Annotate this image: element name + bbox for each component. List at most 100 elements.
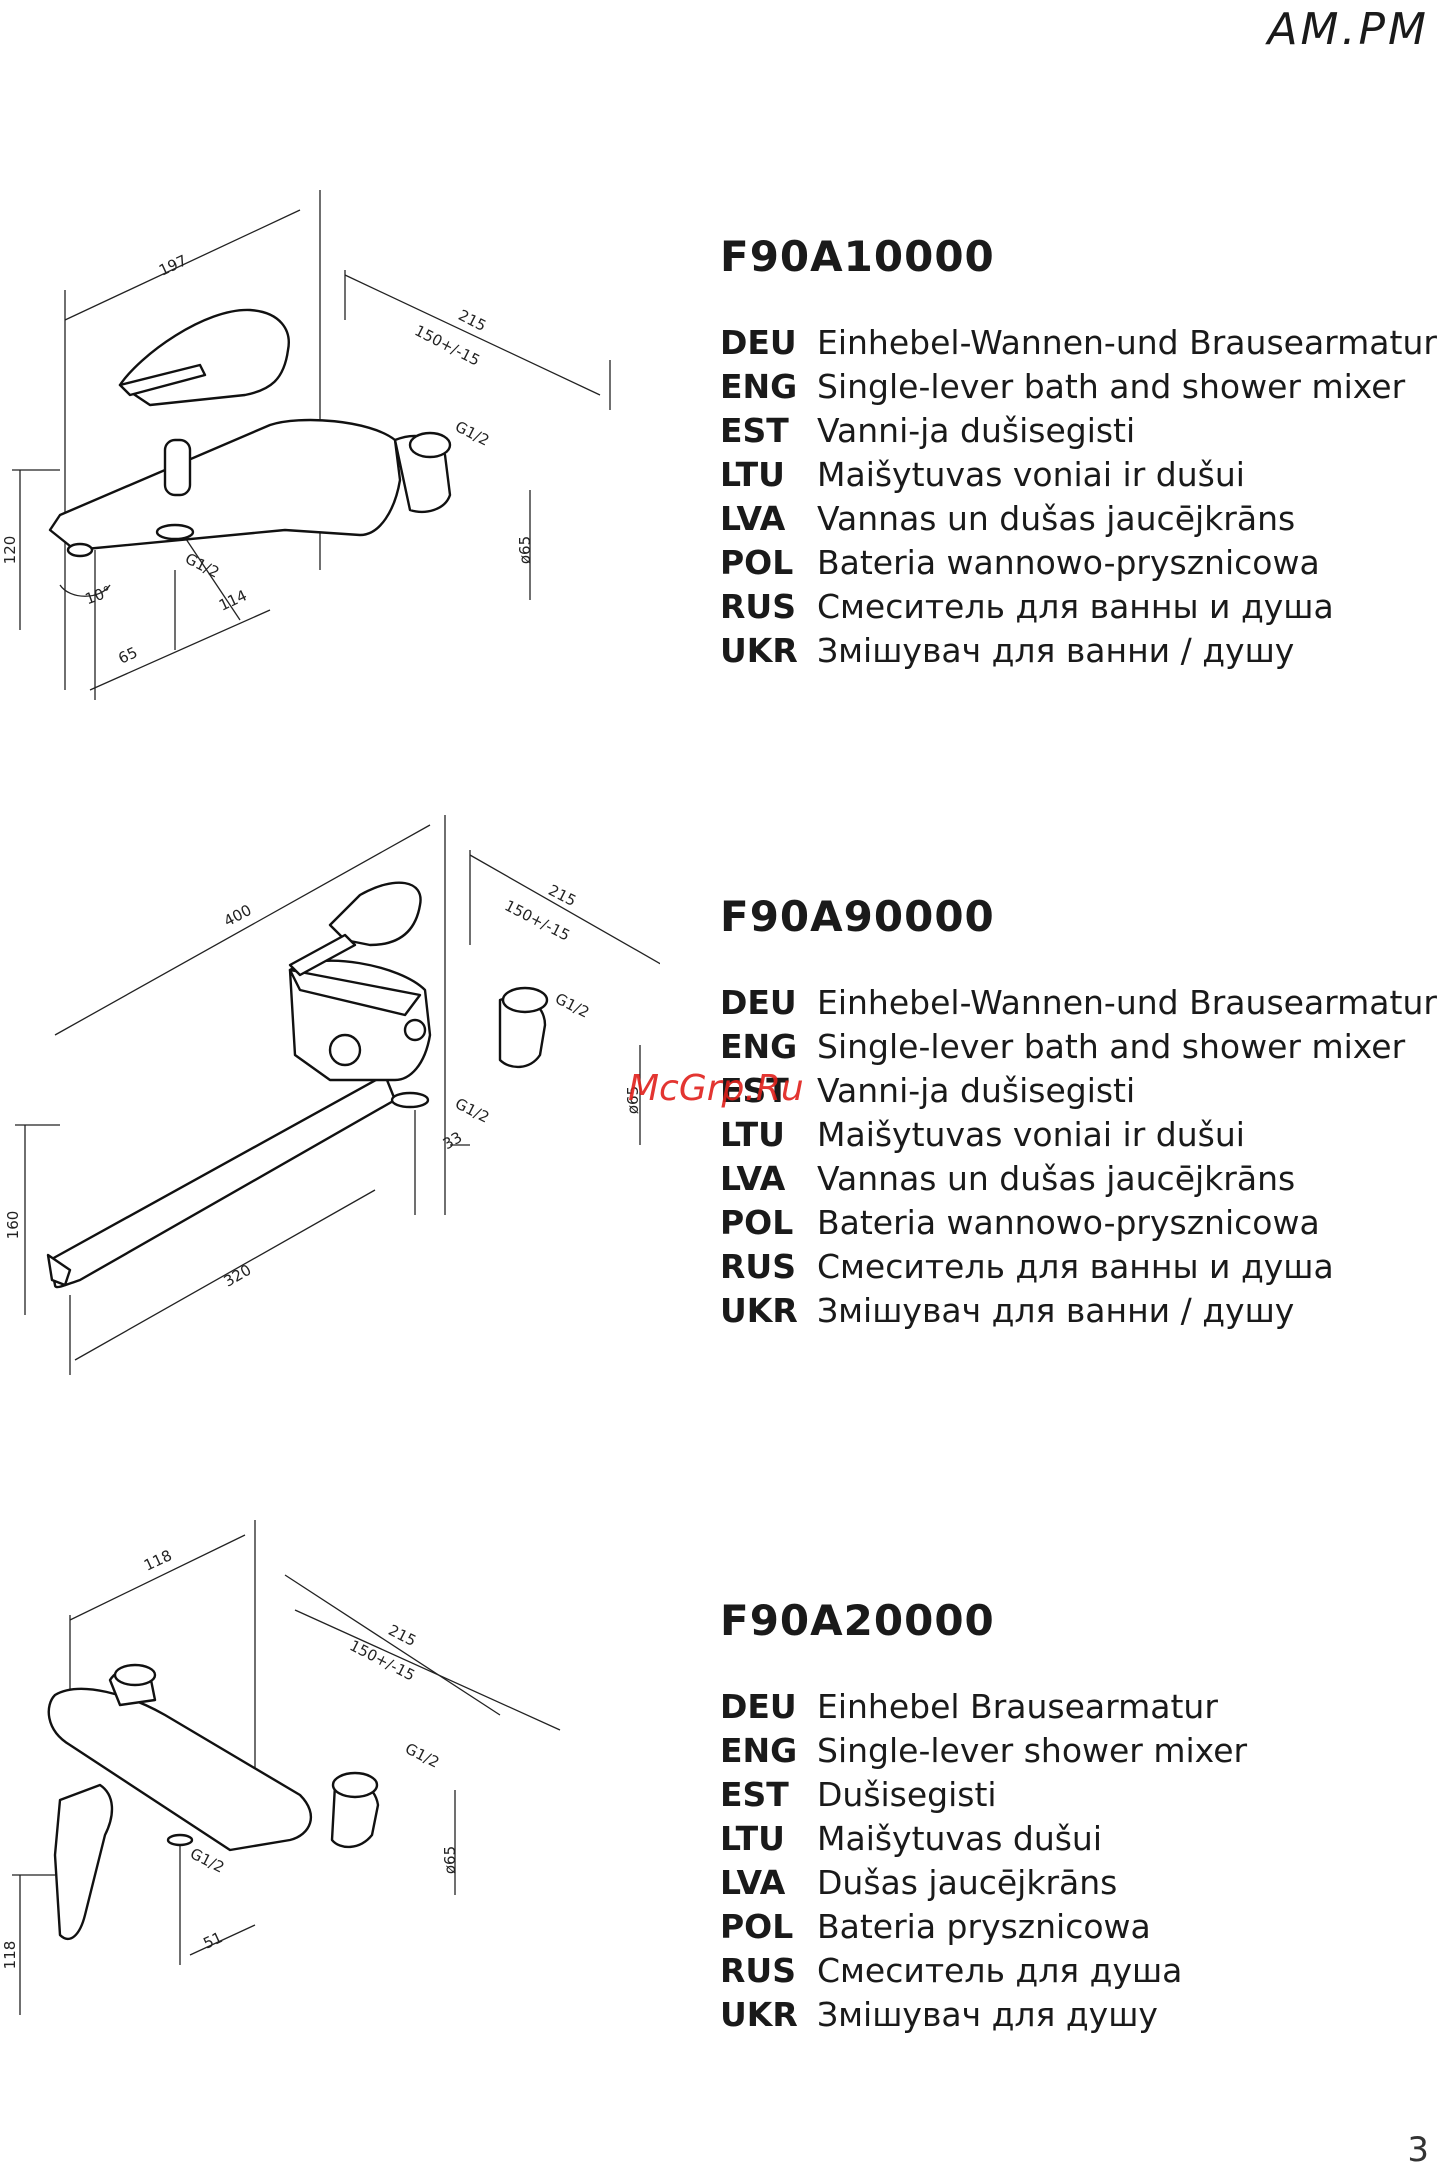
product-info-2: F90A90000 DEU Einhebel-Wannen-und Brausea…	[720, 892, 1437, 1333]
language-code: EST	[720, 1775, 789, 1814]
product-name: Einhebel Brausearmatur	[817, 1687, 1218, 1726]
dimension-label: G1/2	[452, 417, 492, 449]
dimension-label: 118	[141, 1546, 175, 1574]
list-item: LTU Maišytuvas voniai ir dušui	[720, 1113, 1437, 1157]
product-name: Vannas un dušas jaucējkrāns	[817, 499, 1296, 538]
dimension-label: G1/2	[182, 549, 222, 581]
product-name: Dušas jaucējkrāns	[817, 1863, 1118, 1902]
dimension-label: 215	[545, 881, 579, 910]
list-item: LTU Maišytuvas dušui	[720, 1817, 1247, 1861]
language-code: LVA	[720, 1863, 786, 1902]
product-code: F90A10000	[720, 232, 995, 281]
list-item: ENG Single-lever shower mixer	[720, 1729, 1247, 1773]
dimension-label: G1/2	[402, 1739, 442, 1771]
dimension-label: 197	[156, 251, 190, 279]
list-item: LVA Vannas un dušas jaucējkrāns	[720, 497, 1437, 541]
product-name-list: DEU Einhebel Brausearmatur ENG Single-leve…	[720, 1685, 1247, 2037]
language-code: DEU	[720, 983, 797, 1022]
product-name: Змішувач для ванни / душу	[817, 631, 1295, 670]
product-name: Maišytuvas voniai ir dušui	[817, 1115, 1245, 1154]
watermark: McGrp.Ru	[628, 1068, 804, 1109]
list-item: RUS Смеситель для ванны и душа	[720, 585, 1437, 629]
list-item: RUS Смеситель для душа	[720, 1949, 1247, 1993]
product-name: Bateria prysznicowa	[817, 1907, 1151, 1946]
language-code: LTU	[720, 1819, 785, 1858]
language-code: ENG	[720, 1027, 798, 1066]
dimension-label: G1/2	[187, 1844, 227, 1876]
dimension-label: 118	[1, 1941, 19, 1970]
product-code: F90A90000	[720, 892, 995, 941]
dimension-label: 65	[115, 643, 140, 667]
list-item: EST Vanni-ja dušisegisti	[720, 409, 1437, 453]
dimension-label: ø65	[441, 1846, 459, 1874]
dimension-label: 33	[440, 1128, 466, 1153]
language-code: DEU	[720, 323, 797, 362]
page-number: 3	[1407, 2130, 1429, 2170]
product-name: Смеситель для ванны и душа	[817, 1247, 1334, 1286]
list-item: RUS Смеситель для ванны и душа	[720, 1245, 1437, 1289]
product-name: Maišytuvas voniai ir dušui	[817, 455, 1245, 494]
language-code: ENG	[720, 1731, 798, 1770]
product-name: Einhebel-Wannen-und Brausearmatur	[817, 983, 1437, 1022]
product-name: Maišytuvas dušui	[817, 1819, 1103, 1858]
dimension-label: ø65	[624, 1086, 642, 1114]
list-item: DEU Einhebel Brausearmatur	[720, 1685, 1247, 1729]
list-item: POL Bateria wannowo-prysznicowa	[720, 1201, 1437, 1245]
language-code: UKR	[720, 631, 798, 670]
dimension-label: G1/2	[452, 1094, 492, 1126]
product-info-1: F90A10000 DEU Einhebel-Wannen-und Brausea…	[720, 232, 1437, 673]
product-name: Змішувач для душу	[817, 1995, 1158, 2034]
language-code: POL	[720, 1907, 794, 1946]
dimension-label: ø65	[516, 536, 534, 564]
list-item: ENG Single-lever bath and shower mixer	[720, 1025, 1437, 1069]
product-code: F90A20000	[720, 1596, 995, 1645]
language-code: RUS	[720, 1951, 796, 1990]
language-code: LTU	[720, 1115, 785, 1154]
language-code: DEU	[720, 1687, 797, 1726]
language-code: POL	[720, 1203, 794, 1242]
language-code: POL	[720, 543, 794, 582]
product-name: Single-lever bath and shower mixer	[817, 367, 1406, 406]
dimension-label: 215	[385, 1621, 419, 1650]
list-item: EST Dušisegisti	[720, 1773, 1247, 1817]
product-name: Single-lever bath and shower mixer	[817, 1027, 1406, 1066]
product-name: Змішувач для ванни / душу	[817, 1291, 1295, 1330]
language-code: RUS	[720, 587, 796, 626]
product-name: Single-lever shower mixer	[817, 1731, 1248, 1770]
language-code: LVA	[720, 499, 786, 538]
dimension-label: G1/2	[552, 989, 592, 1021]
language-code: RUS	[720, 1247, 796, 1286]
product-name: Bateria wannowo-prysznicowa	[817, 1203, 1320, 1242]
list-item: LTU Maišytuvas voniai ir dušui	[720, 453, 1437, 497]
list-item: LVA Dušas jaucējkrāns	[720, 1861, 1247, 1905]
language-code: EST	[720, 411, 789, 450]
dimension-label: 160	[4, 1211, 22, 1240]
product-name: Dušisegisti	[817, 1775, 997, 1814]
product-name: Einhebel-Wannen-und Brausearmatur	[817, 323, 1437, 362]
product-name: Смеситель для душа	[817, 1951, 1183, 1990]
product-info-3: F90A20000 DEU Einhebel Brausearmatur ENG S…	[720, 1596, 1247, 2037]
product-name: Vanni-ja dušisegisti	[817, 411, 1136, 450]
language-code: ENG	[720, 367, 798, 406]
list-item: POL Bateria prysznicowa	[720, 1905, 1247, 1949]
product-name-list: DEU Einhebel-Wannen-und Brausearmatur ENG…	[720, 981, 1437, 1333]
language-code: EST	[720, 1071, 789, 1110]
product-name-list: DEU Einhebel-Wannen-und Brausearmatur ENG…	[720, 321, 1437, 673]
product-name: Vanni-ja dušisegisti	[817, 1071, 1136, 1110]
brand-logo: AM.PM	[1267, 4, 1429, 55]
dimension-label: 320	[221, 1261, 255, 1291]
list-item: UKR Змішувач для ванни / душу	[720, 629, 1437, 673]
list-item: DEU Einhebel-Wannen-und Brausearmatur	[720, 321, 1437, 365]
language-code: LTU	[720, 455, 785, 494]
dimension-label: 215	[455, 306, 489, 335]
product-name: Смеситель для ванны и душа	[817, 587, 1334, 626]
list-item: ENG Single-lever bath and shower mixer	[720, 365, 1437, 409]
dimension-label: 120	[1, 536, 19, 565]
